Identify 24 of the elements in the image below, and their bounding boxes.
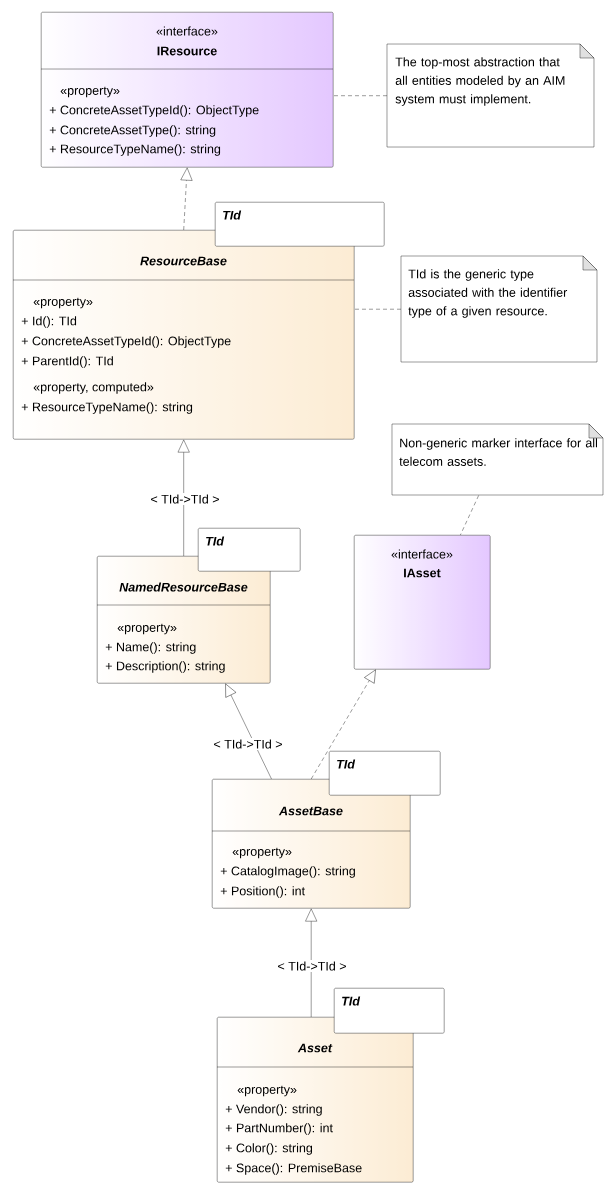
template-parameter-box: TId xyxy=(329,751,441,796)
interface-box: «interface» IAsset xyxy=(354,535,491,670)
template-parameter-box: TId xyxy=(334,988,445,1034)
arrow xyxy=(177,439,190,557)
class-box: ResourceBase «property» + Id(): TId + ConcreteAssetTypeId(): ObjectType + ParentId(): TId «property, computed» + ResourceTypeName(): string xyxy=(12,230,355,440)
class-box: AssetBase «property» + CatalogImage(): string + Position(): int xyxy=(211,779,411,909)
edge-label: < TId->TId > xyxy=(148,492,222,506)
edge-label: < TId->TId > xyxy=(275,959,349,973)
note-box: TId is the generic type associated with the identifier type of a given resource. xyxy=(400,255,598,363)
interface-box: «interface» IResource «property» + ConcreteAssetTypeId(): ObjectType + ConcreteAssetType(): string + ResourceTypeName(): string xyxy=(40,12,334,168)
note-box: Non-generic marker interface for all telecom assets. xyxy=(391,423,604,496)
template-parameter-box: TId xyxy=(215,202,385,247)
dashed-line xyxy=(460,495,479,536)
arrow xyxy=(305,908,318,1018)
dashed-arrow xyxy=(311,669,376,780)
dashed-line xyxy=(333,95,388,96)
dashed-arrow xyxy=(180,167,193,231)
dashed-line xyxy=(354,309,402,310)
note-box: The top-most abstraction that all entities modeled by an AIM system must implement. xyxy=(386,43,595,148)
class-box: Asset «property» + Vendor(): string + PartNumber(): int + Color(): string + Space(): PremiseBase xyxy=(216,1017,414,1183)
template-parameter-box: TId xyxy=(198,528,301,572)
arrow xyxy=(225,683,272,780)
class-box: NamedResourceBase «property» + Name(): string + Description(): string xyxy=(96,556,271,684)
edge-label: < TId->TId > xyxy=(211,737,285,751)
